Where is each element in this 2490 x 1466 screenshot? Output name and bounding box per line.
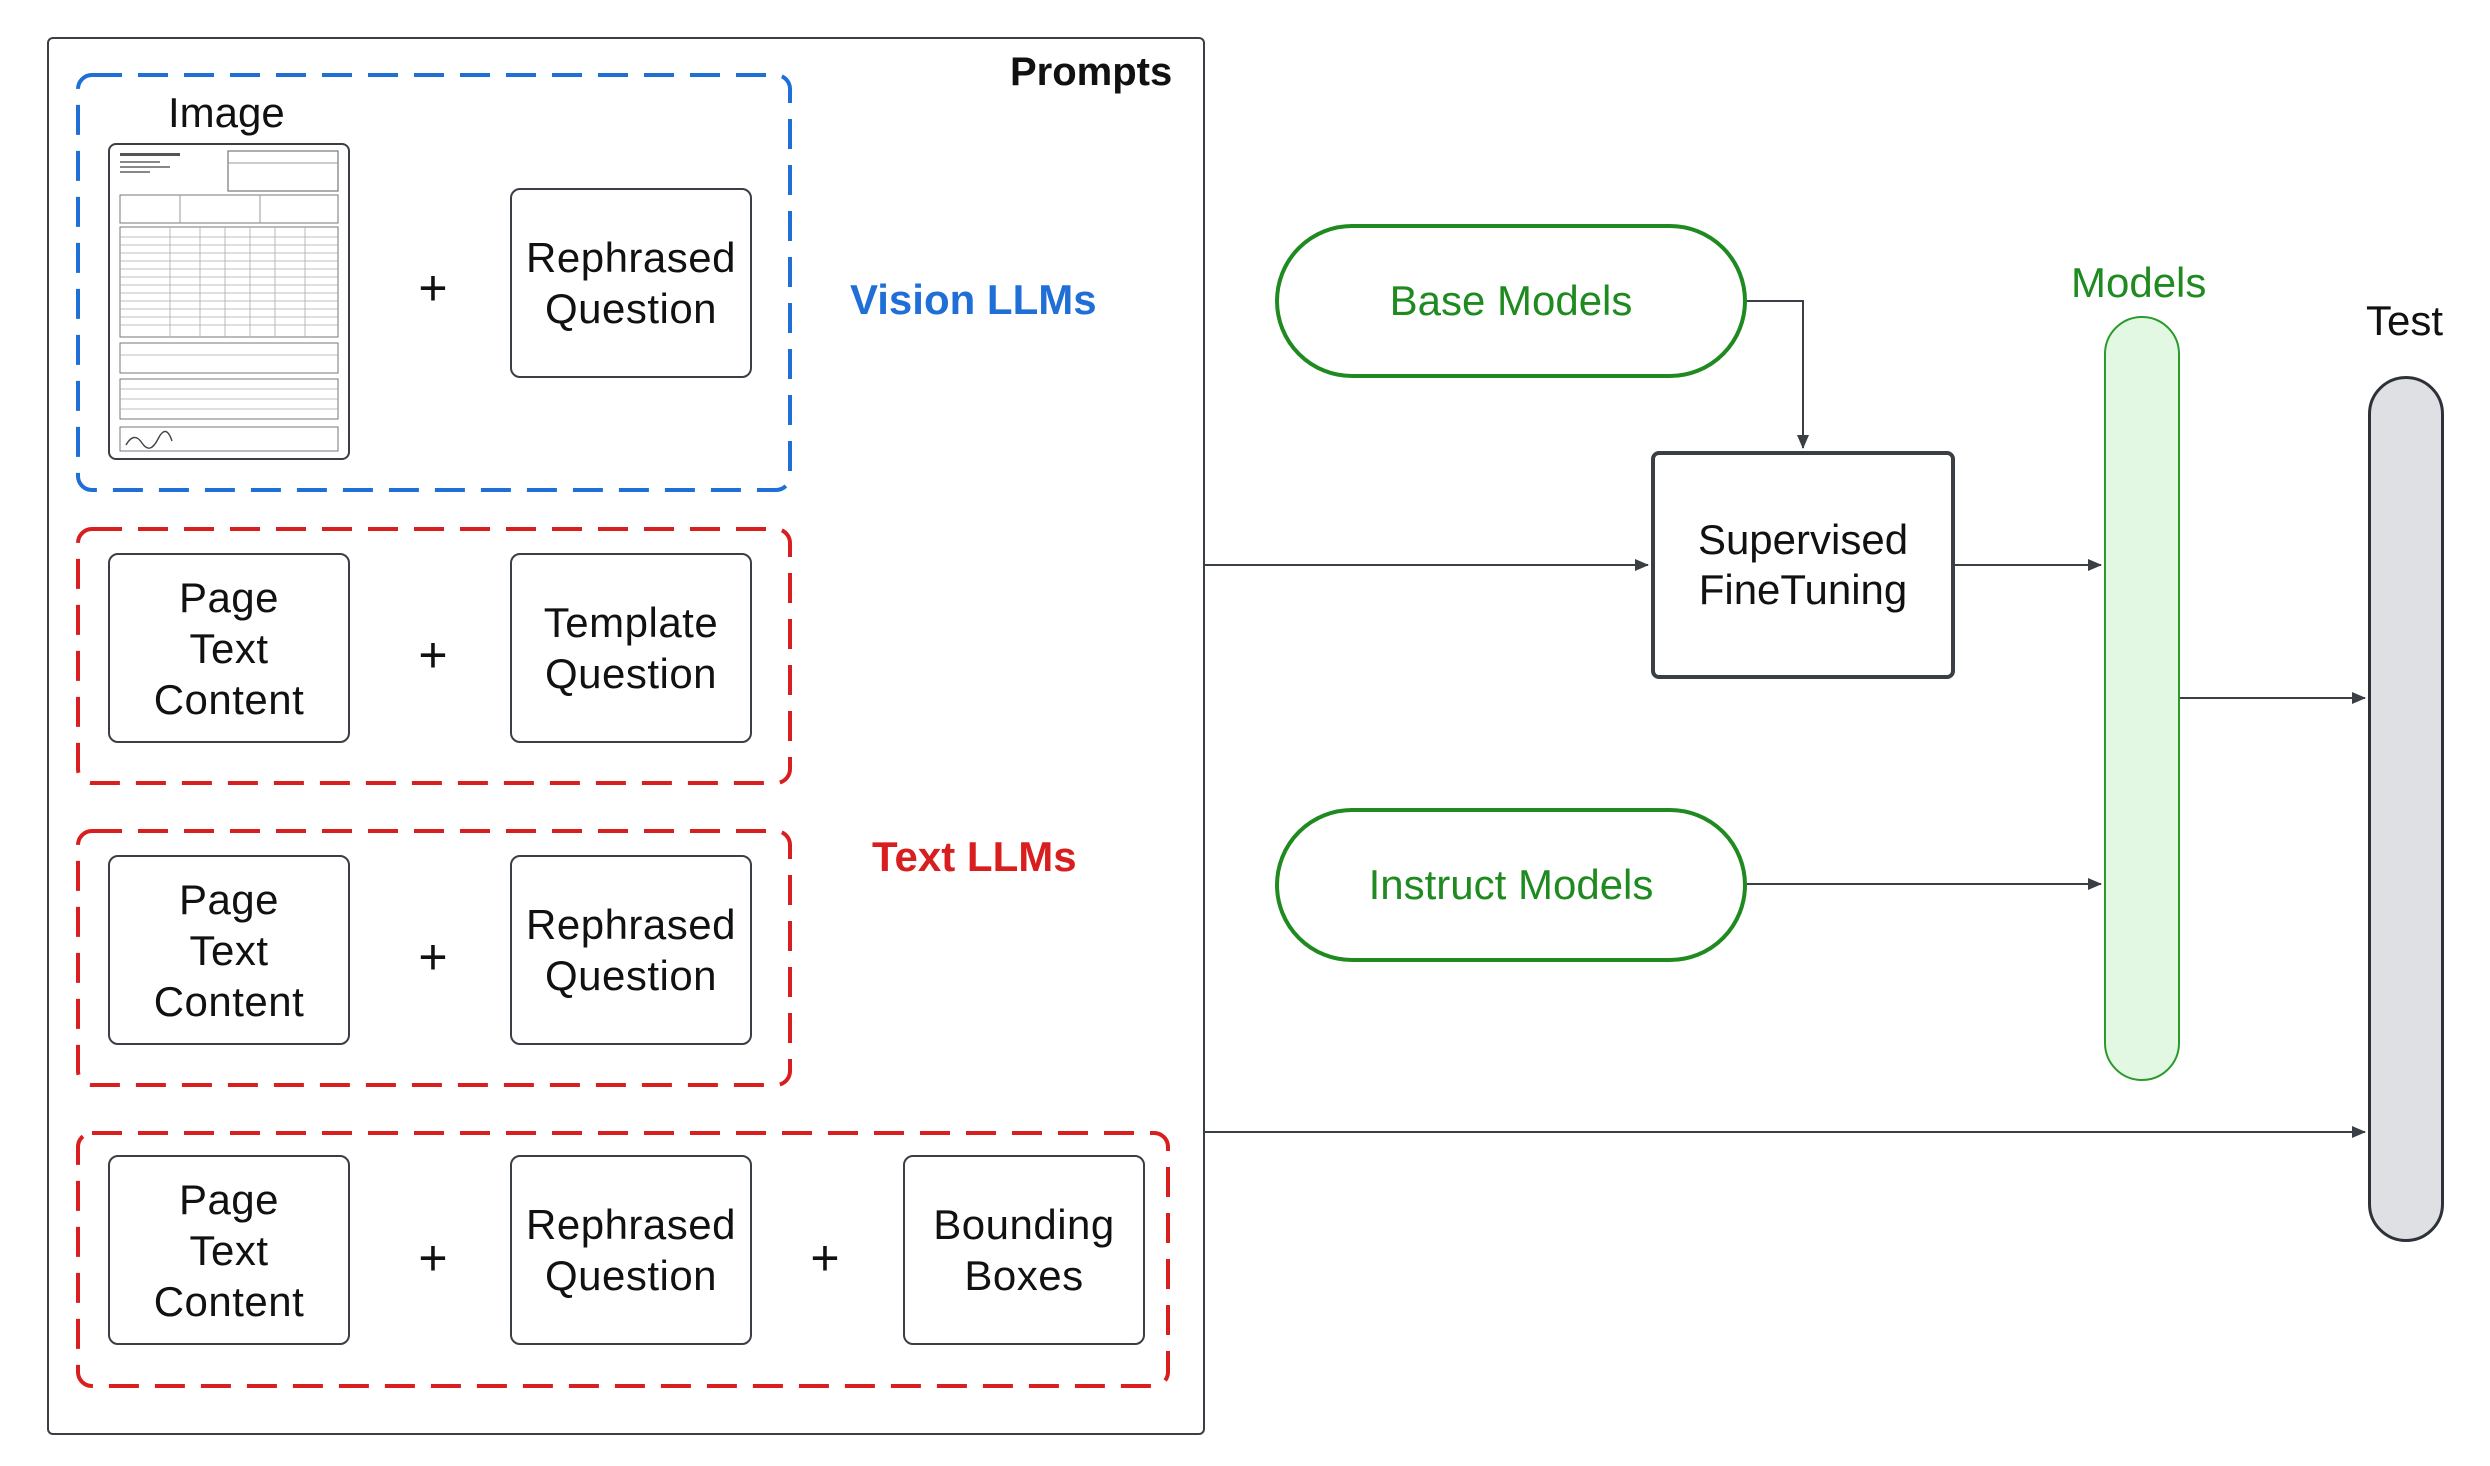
instruct-models-node: Instruct Models — [1275, 808, 1747, 962]
models-bar — [2104, 316, 2180, 1081]
bounding-boxes-box: Bounding Boxes — [903, 1155, 1145, 1345]
page-text-content-box: Page Text Content — [108, 553, 350, 743]
plus-sign: + — [418, 627, 448, 683]
arrow-base-to-sft — [1747, 300, 1809, 449]
image-label: Image — [168, 89, 285, 136]
text-group-border-3 — [76, 1131, 1170, 1388]
prompts-title: Prompts — [1010, 50, 1173, 94]
plus-sign: + — [418, 929, 448, 985]
rephrased-question-box: Rephrased Question — [510, 1155, 752, 1345]
document-image — [108, 143, 350, 460]
test-bar — [2368, 376, 2444, 1242]
supervised-finetuning-node: Supervised FineTuning — [1651, 451, 1955, 679]
plus-sign: + — [810, 1230, 840, 1286]
base-models-node: Base Models — [1275, 224, 1747, 378]
text-group-border-2 — [76, 829, 792, 1087]
rephrased-question-box: Rephrased Question — [510, 188, 752, 378]
plus-sign: + — [418, 260, 448, 316]
vision-llms-label: Vision LLMs — [850, 276, 1097, 323]
vision-group-border — [76, 73, 792, 492]
test-label: Test — [2366, 297, 2444, 344]
template-question-box: Template Question — [510, 553, 752, 743]
page-text-content-box: Page Text Content — [108, 855, 350, 1045]
models-label: Models — [2071, 259, 2207, 306]
plus-sign: + — [418, 1230, 448, 1286]
rephrased-question-box: Rephrased Question — [510, 855, 752, 1045]
page-text-content-box: Page Text Content — [108, 1155, 350, 1345]
text-group-border-1 — [76, 527, 792, 785]
document-thumbnail-icon — [119, 150, 339, 452]
text-llms-label: Text LLMs — [872, 833, 1077, 880]
